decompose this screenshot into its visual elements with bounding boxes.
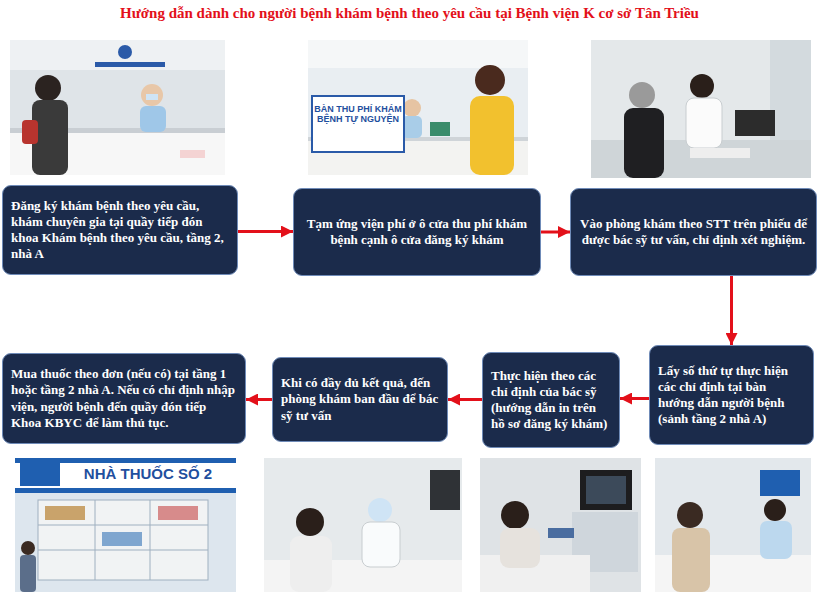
diagram-title: Hướng dẫn dành cho người bệnh khám bệnh …	[0, 5, 819, 22]
box-text: Thực hiện theo các chỉ định của bác sỹ (…	[491, 368, 611, 433]
flow-arrow	[238, 230, 293, 233]
photo-pharmacy	[15, 458, 236, 592]
photo-fee-desk	[308, 40, 528, 175]
box-text: Lấy số thứ tự thực hiện các chỉ định tại…	[658, 363, 805, 428]
process-box: Đăng ký khám bệnh theo yêu cầu, khám chu…	[2, 185, 238, 275]
flow-arrow	[448, 398, 482, 401]
sign-text: BÀN THU PHÍ KHÁM BỆNH TỰ NGUYỆN	[314, 104, 402, 125]
process-box: Mua thuốc theo đơn (nếu có) tại tầng 1 h…	[2, 353, 246, 444]
flow-arrow	[246, 398, 272, 401]
photo-number-desk	[655, 458, 811, 592]
flow-arrow	[620, 397, 649, 400]
process-box: Lấy số thứ tự thực hiện các chỉ định tại…	[649, 345, 814, 445]
flow-arrow	[730, 276, 733, 345]
process-box: Thực hiện theo các chỉ định của bác sỹ (…	[482, 352, 620, 448]
box-text: Đăng ký khám bệnh theo yêu cầu, khám chu…	[11, 198, 229, 263]
photo-ultrasound	[480, 458, 641, 592]
box-text: Mua thuốc theo đơn (nếu có) tại tầng 1 h…	[11, 366, 237, 431]
photo-registration	[10, 40, 225, 175]
photo-doctor-consult	[264, 458, 462, 592]
box-text: Tạm ứng viện phí ở ô cửa thu phí khám bệ…	[302, 216, 532, 249]
photo-consultation	[591, 40, 811, 178]
sign-text: NHÀ THUỐC SỐ 2	[64, 465, 232, 482]
box-text: Khi có đầy đủ kết quả, đến phòng khám ba…	[281, 375, 439, 424]
box-text: Vào phòng khám theo STT trên phiếu để đư…	[579, 216, 808, 249]
flow-arrow	[541, 231, 570, 234]
process-box: Tạm ứng viện phí ở ô cửa thu phí khám bệ…	[293, 188, 541, 276]
process-box: Vào phòng khám theo STT trên phiếu để đư…	[570, 188, 817, 276]
process-box: Khi có đầy đủ kết quả, đến phòng khám ba…	[272, 357, 448, 442]
